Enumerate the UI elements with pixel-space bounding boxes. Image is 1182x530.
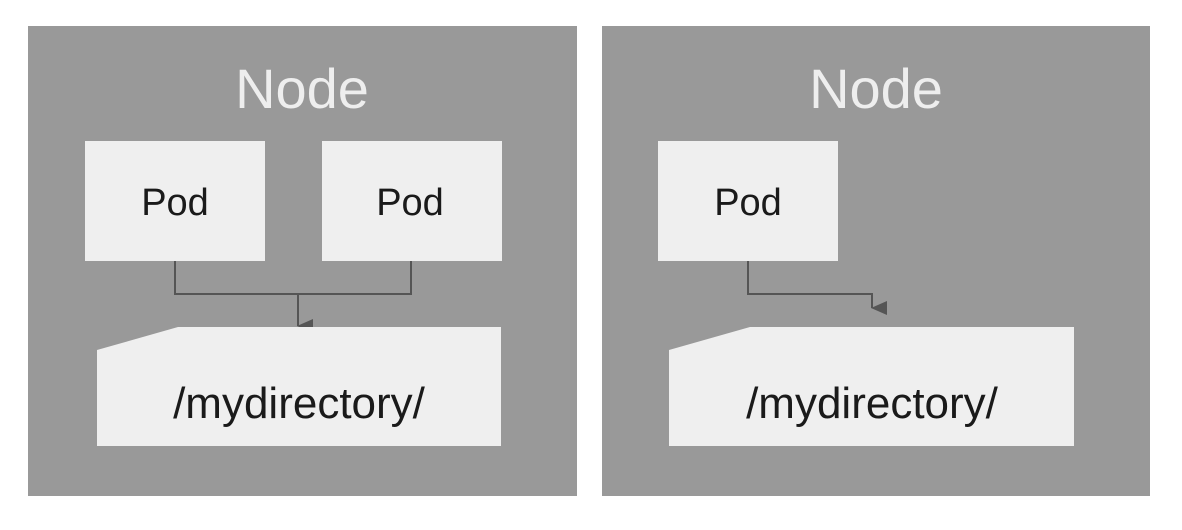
directory-label: /mydirectory/ (173, 379, 426, 428)
node-2-connectors (747, 261, 887, 315)
node-1: Node Pod Pod /mydirectory/ (28, 26, 577, 496)
directory-shape (97, 327, 501, 446)
pod-label: Pod (376, 182, 444, 224)
node-2-title: Node (809, 57, 943, 120)
mount-arrow (747, 261, 887, 315)
node-2: Node Pod /mydirectory/ (602, 26, 1150, 496)
node-1-title: Node (235, 57, 369, 120)
directory-label: /mydirectory/ (746, 379, 999, 428)
pod-box (85, 141, 265, 261)
pod-label: Pod (141, 182, 209, 224)
pod-box (322, 141, 502, 261)
pod-box (658, 141, 838, 261)
node-1-volume: /mydirectory/ (97, 327, 501, 446)
node-1-pod-1: Pod (85, 141, 265, 261)
directory-shape (669, 327, 1074, 446)
node-1-pod-2: Pod (322, 141, 502, 261)
pod-label: Pod (714, 182, 782, 224)
node-2-pod-1: Pod (658, 141, 838, 261)
pod-connector-line (174, 261, 412, 295)
node-1-connectors (174, 261, 412, 333)
node-2-volume: /mydirectory/ (669, 327, 1074, 446)
